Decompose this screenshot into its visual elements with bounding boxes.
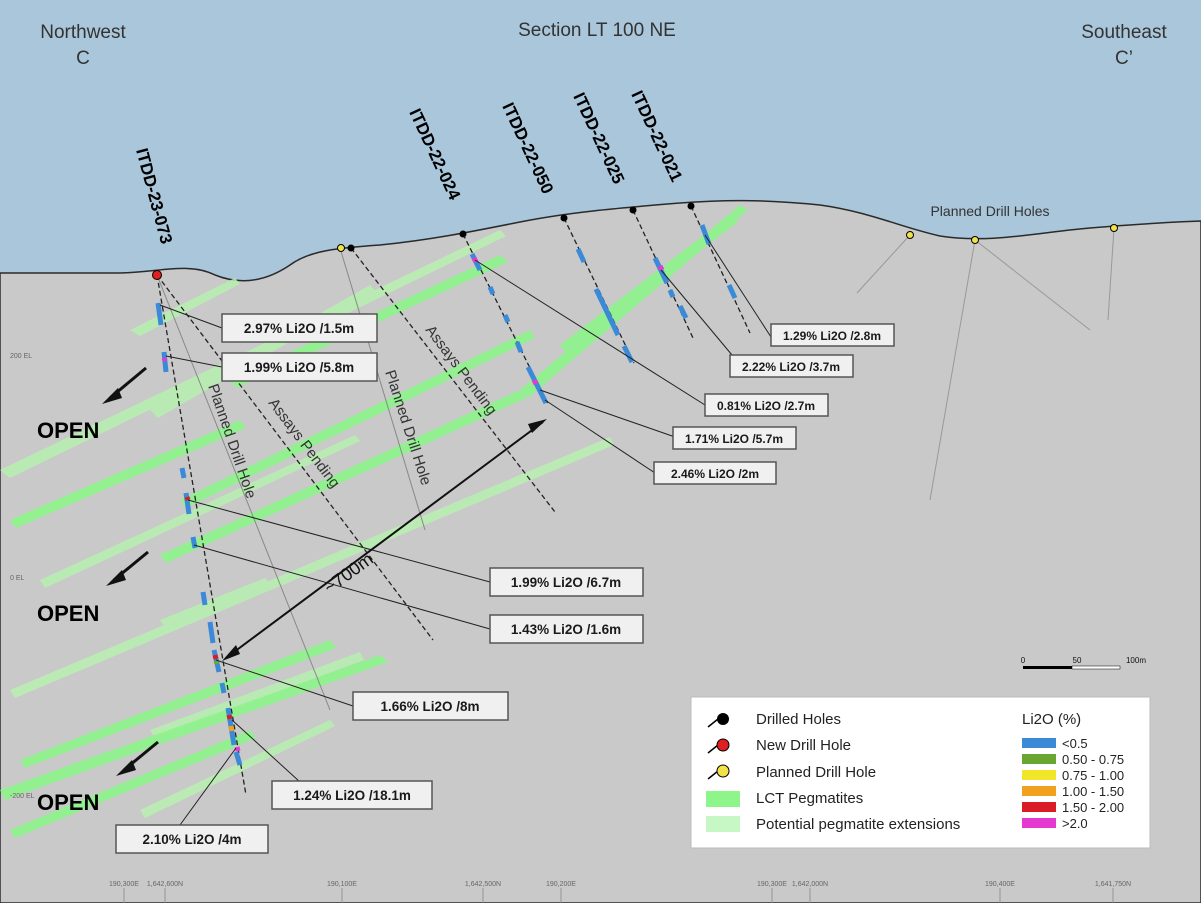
drilled-collar [347, 244, 355, 252]
legend-lct-swatch [706, 791, 740, 807]
intercept-label: 2.97% Li2O /1.5m [244, 321, 354, 336]
elevation-label: -200 EL [10, 793, 35, 800]
right-letter: C’ [1115, 48, 1133, 69]
planned-collar [1110, 224, 1118, 232]
svg-text:1,641,750N: 1,641,750N [1095, 881, 1131, 888]
planned-collar [337, 244, 345, 252]
leader-lines [159, 234, 772, 826]
assay-segments [155, 224, 738, 766]
svg-text:190,400E: 190,400E [985, 881, 1015, 888]
legend-label: Drilled Holes [756, 711, 841, 728]
intercept-label: 0.81% Li2O /2.7m [717, 399, 815, 413]
planned-collar [906, 231, 914, 239]
svg-text:190,100E: 190,100E [327, 881, 357, 888]
section-title: Section LT 100 NE [518, 20, 676, 41]
left-direction: Northwest [40, 22, 126, 43]
open-label-2: OPEN [37, 601, 99, 626]
elevation-label: 0 EL [10, 575, 25, 582]
legend-label: Planned Drill Hole [756, 764, 876, 781]
open-label-3: OPEN [37, 790, 99, 815]
legend: Drilled Holes New Drill Hole Planned Dri… [690, 696, 1151, 849]
planned-hole-traces [856, 227, 1115, 501]
svg-text:1,642,000N: 1,642,000N [792, 881, 828, 888]
drilled-collar [687, 202, 695, 210]
legend-grade-title: Li2O (%) [1022, 711, 1081, 728]
legend-extension-swatch [706, 816, 740, 832]
svg-text:1.00 - 1.50: 1.00 - 1.50 [1062, 784, 1124, 799]
drilled-collar [560, 214, 568, 222]
intercept-label: 2.46% Li2O /2m [671, 467, 759, 481]
open-arrows [102, 366, 159, 776]
elevation-label: 200 EL [10, 353, 32, 360]
legend-label: LCT Pegmatites [756, 790, 863, 807]
drilled-collar [459, 230, 467, 238]
open-label-1: OPEN [37, 418, 99, 443]
scale-mid: 50 [1073, 656, 1082, 665]
easting-labels: 190,300E 1,642,600N 190,100E 1,642,500N … [109, 881, 1131, 888]
intercept-label: 1.99% Li2O /5.8m [244, 360, 354, 375]
legend-drilled-hole-symbol [707, 713, 729, 728]
drilled-collar [629, 206, 637, 214]
intercept-label: 1.24% Li2O /18.1m [293, 788, 411, 803]
scale-end: 100m [1126, 656, 1146, 665]
intercept-labels: 2.97% Li2O /1.5m 1.99% Li2O /5.8m 1.99% … [115, 313, 895, 854]
intercept-label: 2.10% Li2O /4m [142, 832, 241, 847]
legend-planned-hole-symbol [707, 764, 730, 780]
lct-pegmatites [0, 205, 748, 838]
legend-label: New Drill Hole [756, 737, 851, 754]
intercept-label: 2.22% Li2O /3.7m [742, 360, 840, 374]
svg-text:190,200E: 190,200E [546, 881, 576, 888]
planned-collar [971, 236, 979, 244]
svg-text:1.50 - 2.00: 1.50 - 2.00 [1062, 800, 1124, 815]
svg-text:1,642,600N: 1,642,600N [147, 881, 183, 888]
scale-bar: 0 50 100m [1021, 656, 1146, 670]
planned-holes-label: Planned Drill Holes [930, 203, 1049, 219]
collars [152, 202, 1118, 280]
right-direction: Southeast [1081, 22, 1167, 43]
new-hole-collar [152, 270, 162, 280]
svg-text:>2.0: >2.0 [1062, 816, 1088, 831]
svg-text:0.75 - 1.00: 0.75 - 1.00 [1062, 768, 1124, 783]
intercept-label: 1.29% Li2O /2.8m [783, 329, 881, 343]
intercept-label: 1.71% Li2O /5.7m [685, 432, 783, 446]
intercept-label: 1.99% Li2O /6.7m [511, 575, 621, 590]
svg-text:<0.5: <0.5 [1062, 736, 1088, 751]
svg-text:190,300E: 190,300E [757, 881, 787, 888]
left-letter: C [76, 48, 90, 69]
intercept-label: 1.66% Li2O /8m [380, 699, 479, 714]
easting-ticks [123, 888, 1114, 903]
scale-zero: 0 [1021, 656, 1026, 665]
pegmatite-extensions [0, 230, 614, 818]
svg-text:190,300E: 190,300E [109, 881, 139, 888]
svg-text:1,642,500N: 1,642,500N [465, 881, 501, 888]
svg-text:0.50 - 0.75: 0.50 - 0.75 [1062, 752, 1124, 767]
legend-new-hole-symbol [707, 738, 730, 754]
planned-hole-diagonals [156, 247, 426, 711]
legend-label: Potential pegmatite extensions [756, 816, 960, 833]
intercept-label: 1.43% Li2O /1.6m [511, 622, 621, 637]
